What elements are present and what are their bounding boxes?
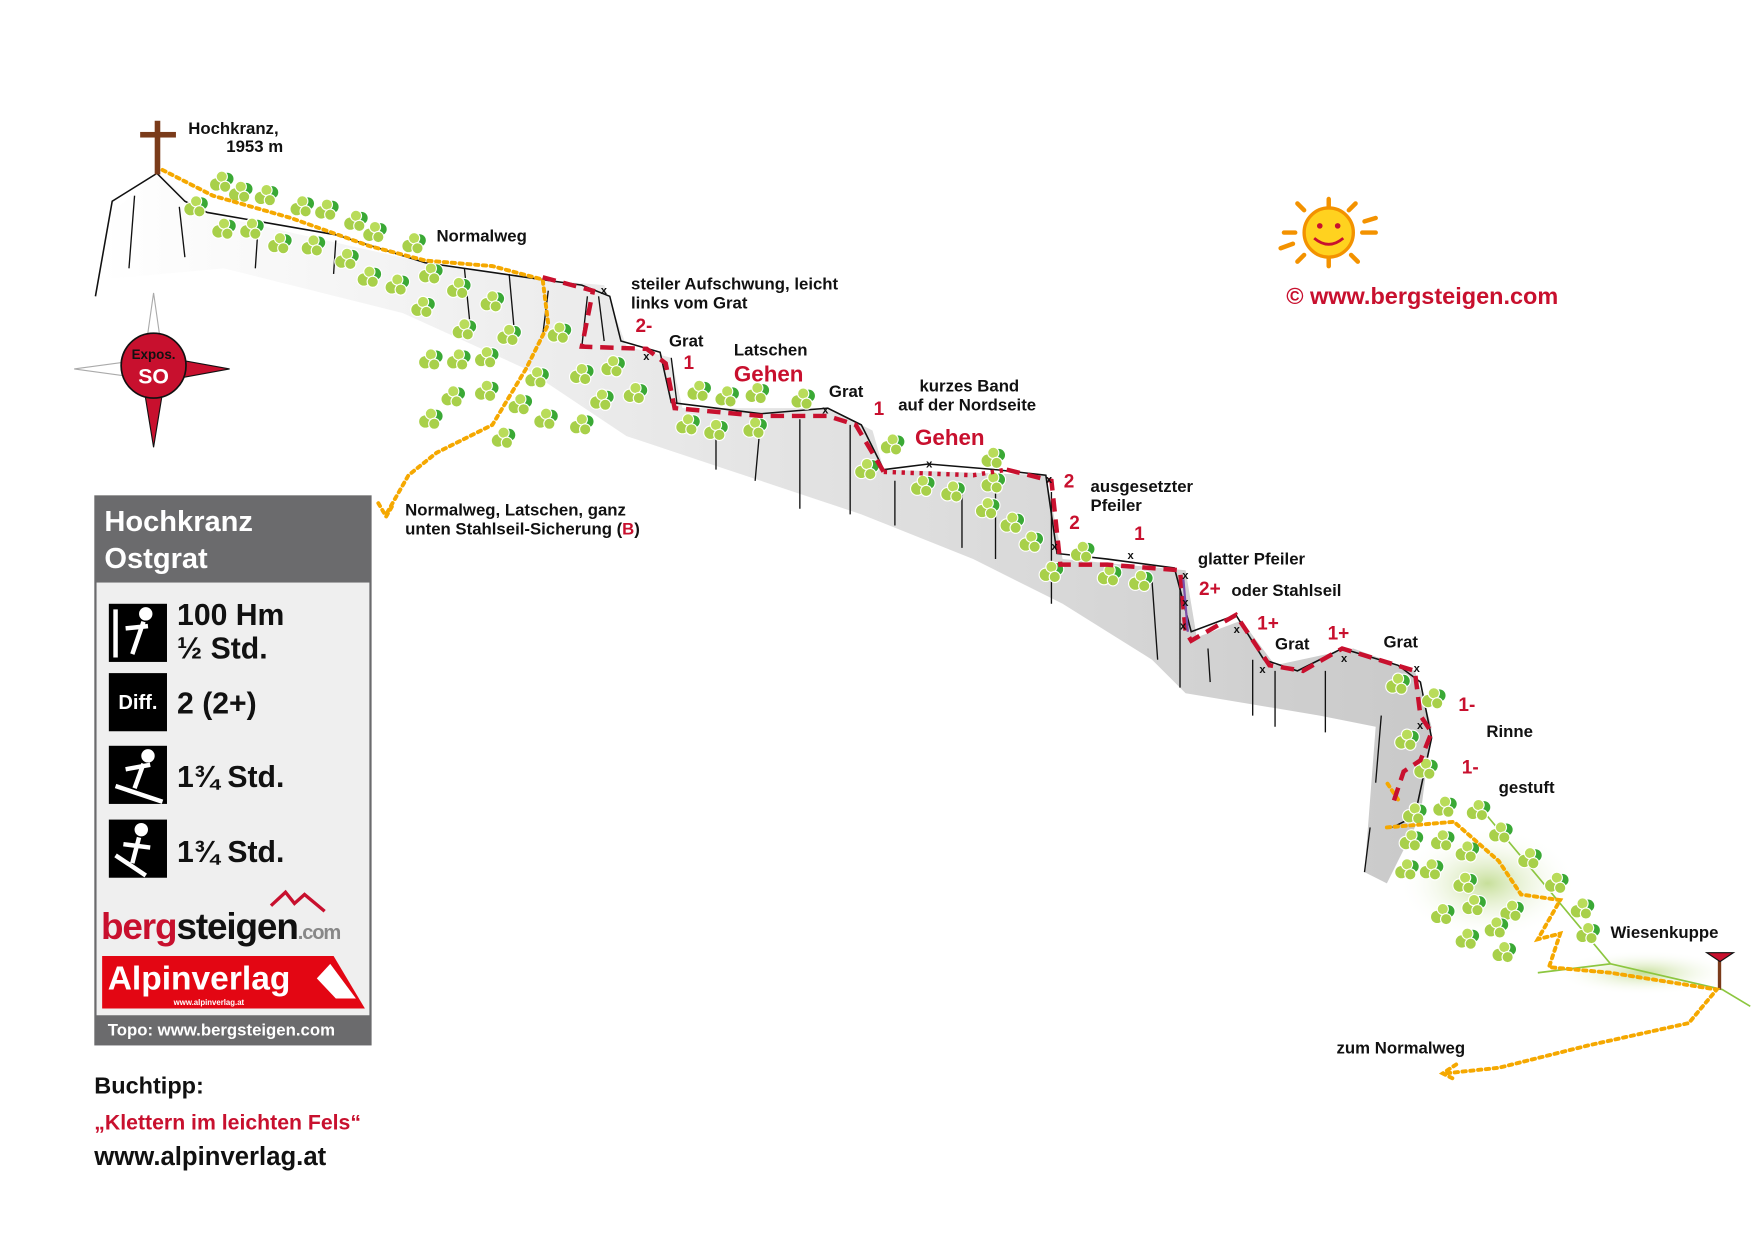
svg-text:x: x [1414,663,1421,675]
svg-text:x: x [1182,597,1189,609]
label-pfeiler-1: ausgesetzter [1091,477,1194,496]
grade: 2 [1064,472,1075,493]
label-band-1: kurzes Band [919,376,1019,395]
belay-marks: x x x x x x x x x x x x x x x [601,285,1424,732]
sun-logo-icon [1278,196,1378,269]
svg-text:Alpinverlag: Alpinverlag [108,961,291,998]
route-title-2: Ostgrat [104,543,208,575]
label-normalweg-desc-1: Normalweg, Latschen, ganz [405,500,626,519]
bergsteigen-logo: bergsteigen.com [101,889,342,947]
svg-text:x: x [643,351,650,363]
difficulty-label: Diff. [118,692,157,714]
svg-text:x: x [1051,541,1058,553]
grade: 1- [1458,695,1475,716]
compass-label: Expos. [132,347,176,362]
label-latschen: Latschen [734,341,808,360]
label-glatter-pfeiler: glatter Pfeiler [1198,550,1306,569]
label-grat: Grat [1384,632,1419,651]
climb-time: ½ Std. [177,633,268,666]
svg-text:x: x [601,285,608,297]
label-wiesenkuppe: Wiesenkuppe [1610,923,1718,942]
height-meters: 100 Hm [177,599,284,632]
label-gehen: Gehen [915,425,985,450]
label-pfeiler-2: Pfeiler [1091,496,1143,515]
info-box: Hochkranz Ostgrat 100 Hm ½ Std. Diff. 2 … [94,495,372,1046]
ascent-time: 1¾ Std. [177,761,284,794]
grade: 1 [1134,524,1145,545]
buchtipp-title: „Klettern im leichten Fels“ [94,1110,361,1134]
label-band-2: auf der Nordseite [898,395,1036,414]
buchtipp-heading: Buchtipp: [94,1073,204,1099]
svg-text:x: x [926,458,933,470]
svg-text:x: x [1180,621,1187,633]
route-title-1: Hochkranz [104,506,253,538]
difficulty-value: 2 (2+) [177,687,257,720]
label-gestuft: gestuft [1499,778,1555,797]
label-grat: Grat [669,332,704,351]
svg-text:x: x [1234,624,1241,636]
difficulty-icon [108,673,167,732]
climbing-route [542,275,1435,806]
svg-text:x: x [1417,720,1424,732]
summit-cross-icon [140,120,176,175]
summit-elevation: 1953 m [226,137,283,156]
svg-text:x: x [822,405,829,417]
label-aufschwung-1: steiler Aufschwung, leicht [631,275,839,294]
svg-text:x: x [1182,570,1189,582]
buchtipp-url[interactable]: www.alpinverlag.at [93,1143,326,1171]
alpinverlag-logo: Alpinverlag www.alpinverlag.at [102,955,365,1009]
grade: 1 [684,353,695,374]
compass-exposition: SO [138,365,169,389]
grade: 2- [635,316,652,337]
svg-text:x: x [1259,664,1266,676]
grade: 2+ [1199,579,1221,600]
topo-credit: Topo: www.bergsteigen.com [108,1020,335,1039]
label-rinne: Rinne [1486,722,1533,741]
grade: 1 [874,399,885,420]
descent-time: 1¾ Std. [177,836,284,869]
compass-icon: Expos. SO [74,292,230,448]
wiesenkuppe-marker-icon [1704,952,1736,990]
grade: 1+ [1257,614,1279,635]
svg-text:www.alpinverlag.at: www.alpinverlag.at [173,998,245,1007]
svg-text:x: x [1127,550,1134,562]
label-stahlseil: oder Stahlseil [1231,581,1341,600]
label-gehen: Gehen [734,361,804,386]
svg-text:x: x [1341,653,1348,665]
svg-text:x: x [1046,474,1053,486]
label-zum-normalweg: zum Normalweg [1337,1038,1466,1057]
grade: 1- [1462,758,1479,779]
stahlseil-line [1182,579,1189,632]
grade: 1+ [1328,624,1350,645]
summit-name: Hochkranz, [188,119,278,138]
label-aufschwung-2: links vom Grat [631,294,748,313]
label-grat: Grat [1275,635,1310,654]
svg-text:bergsteigen.com: bergsteigen.com [101,906,340,947]
grade: 2 [1069,513,1080,534]
label-grat: Grat [829,382,864,401]
label-normalweg-desc-2: unten Stahlseil-Sicherung (B) [405,519,640,538]
copyright-url: © www.bergsteigen.com [1286,283,1558,309]
label-normalweg: Normalweg [436,227,526,246]
